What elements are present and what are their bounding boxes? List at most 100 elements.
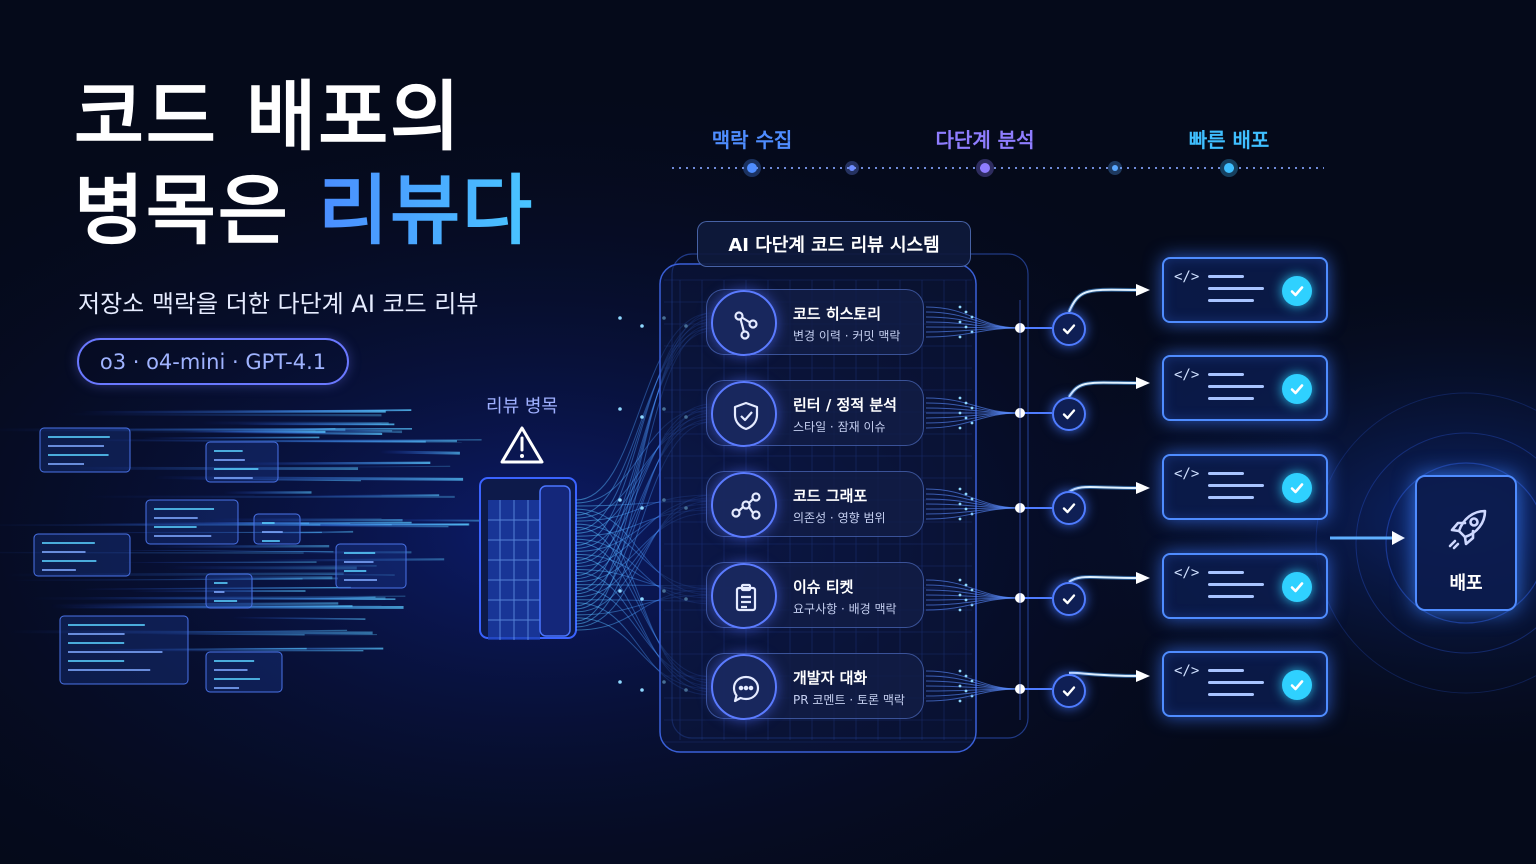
converge-dot — [964, 507, 968, 511]
graph-nodes-icon — [711, 472, 777, 538]
result-arrow-head — [1136, 670, 1150, 682]
headline: 코드 배포의 병목은 리뷰다 — [74, 70, 534, 258]
bottleneck-label: 리뷰 병목 — [486, 396, 558, 417]
converge-line — [925, 327, 1021, 338]
warning-icon — [500, 426, 544, 464]
speed-streak — [231, 616, 366, 620]
speed-streak — [10, 578, 303, 581]
code-line — [1208, 595, 1254, 598]
result-arrow — [1068, 486, 1141, 493]
speed-streak — [234, 428, 336, 432]
check-dot-4 — [1052, 582, 1086, 616]
module-title: 코드 그래포 — [793, 487, 868, 505]
code-card — [33, 533, 131, 577]
deploy-label: 배포 — [1449, 573, 1483, 594]
git-branch-icon — [711, 290, 777, 356]
code-line — [1208, 496, 1254, 499]
module-desc: 스타일 · 잠재 이슈 — [793, 420, 886, 434]
code-icon: </> — [1174, 269, 1200, 285]
module-dev-chat: 개발자 대화 PR 코멘트 · 토론 맥락 — [706, 653, 924, 720]
converge-dot — [964, 416, 968, 420]
result-card-1: </> — [1162, 257, 1328, 323]
code-card — [205, 651, 283, 693]
converge-lines — [925, 300, 1052, 720]
fan-dot — [640, 415, 644, 419]
fan-dot — [618, 407, 622, 411]
module-desc: 요구사항 · 배경 맥락 — [793, 602, 897, 616]
fan-dot — [618, 680, 622, 684]
module-desc: 변경 이력 · 커밋 맥락 — [793, 329, 901, 343]
code-line — [1208, 681, 1264, 684]
speed-streak — [78, 410, 386, 414]
fan-dot — [618, 316, 622, 320]
speed-streak — [2, 572, 344, 577]
speed-streak — [382, 519, 485, 522]
converge-line — [925, 688, 1021, 702]
fan-dot — [640, 597, 644, 601]
converge-dot — [964, 689, 968, 693]
result-arrow-head — [1136, 482, 1150, 494]
speed-streak — [210, 430, 383, 436]
result-card-4: </> — [1162, 553, 1328, 619]
code-line — [1208, 299, 1254, 302]
code-card — [253, 513, 301, 545]
floating-code-cards — [33, 427, 407, 693]
converge-dot — [964, 325, 968, 329]
converge-dot — [958, 411, 962, 415]
deploy-card: 배포 — [1415, 475, 1517, 611]
converge-dot — [958, 335, 962, 339]
converge-dot — [964, 401, 968, 405]
fan-dot — [640, 324, 644, 328]
module-title: 코드 히스토리 — [793, 305, 882, 323]
stage-timeline — [672, 159, 1324, 177]
converge-dot — [958, 487, 962, 491]
bottleneck-gate — [479, 477, 577, 640]
code-card — [59, 615, 189, 685]
result-arrow-head — [1136, 572, 1150, 584]
speed-streak — [72, 647, 307, 651]
converge-dot — [958, 699, 962, 703]
module-code-graph: 코드 그래포 의존성 · 영향 범위 — [706, 471, 924, 538]
timeline-node — [747, 163, 757, 173]
stage-label-deploy: 빠른 배포 — [1188, 128, 1270, 152]
result-arrows — [1067, 284, 1150, 682]
deploy-ripples — [1315, 392, 1536, 694]
converge-dot — [958, 517, 962, 521]
check-dot-5 — [1052, 674, 1086, 708]
converge-dot — [964, 310, 968, 314]
code-icon: </> — [1174, 565, 1200, 581]
converge-dot — [958, 669, 962, 673]
converge-dot — [970, 315, 974, 319]
code-icon: </> — [1174, 367, 1200, 383]
code-line — [1208, 669, 1244, 672]
fan-dot — [618, 589, 622, 593]
converge-dot — [958, 578, 962, 582]
timeline-node — [849, 165, 855, 171]
check-circle-icon — [1282, 276, 1312, 306]
speed-streak — [378, 450, 460, 455]
module-desc: PR 코멘트 · 토론 맥락 — [793, 693, 905, 707]
converge-dot — [964, 492, 968, 496]
result-arrow — [1068, 671, 1141, 677]
timeline-node — [1224, 163, 1234, 173]
check-circle-icon — [1282, 670, 1312, 700]
speed-streak — [150, 544, 330, 548]
check-dot-3 — [1052, 491, 1086, 525]
subtitle: 저장소 맥락을 더한 다단계 AI 코드 리뷰 — [78, 290, 479, 318]
module-linter: 린터 / 정적 분석 스타일 · 잠재 이슈 — [706, 380, 924, 447]
clipboard-icon — [711, 563, 777, 629]
result-card-2: </> — [1162, 355, 1328, 421]
converge-dot — [958, 593, 962, 597]
module-title: 개발자 대화 — [793, 669, 868, 687]
result-arrow — [1068, 288, 1141, 313]
check-dot-2 — [1052, 397, 1086, 431]
speed-streak — [243, 558, 445, 562]
headline-line-1: 코드 배포의 — [74, 72, 463, 161]
code-line — [1208, 397, 1254, 400]
converge-dot — [958, 608, 962, 612]
speed-streak — [140, 436, 320, 439]
timeline-node — [1112, 165, 1118, 171]
converge-dot — [958, 305, 962, 309]
timeline-node — [980, 163, 990, 173]
code-line — [1208, 275, 1244, 278]
